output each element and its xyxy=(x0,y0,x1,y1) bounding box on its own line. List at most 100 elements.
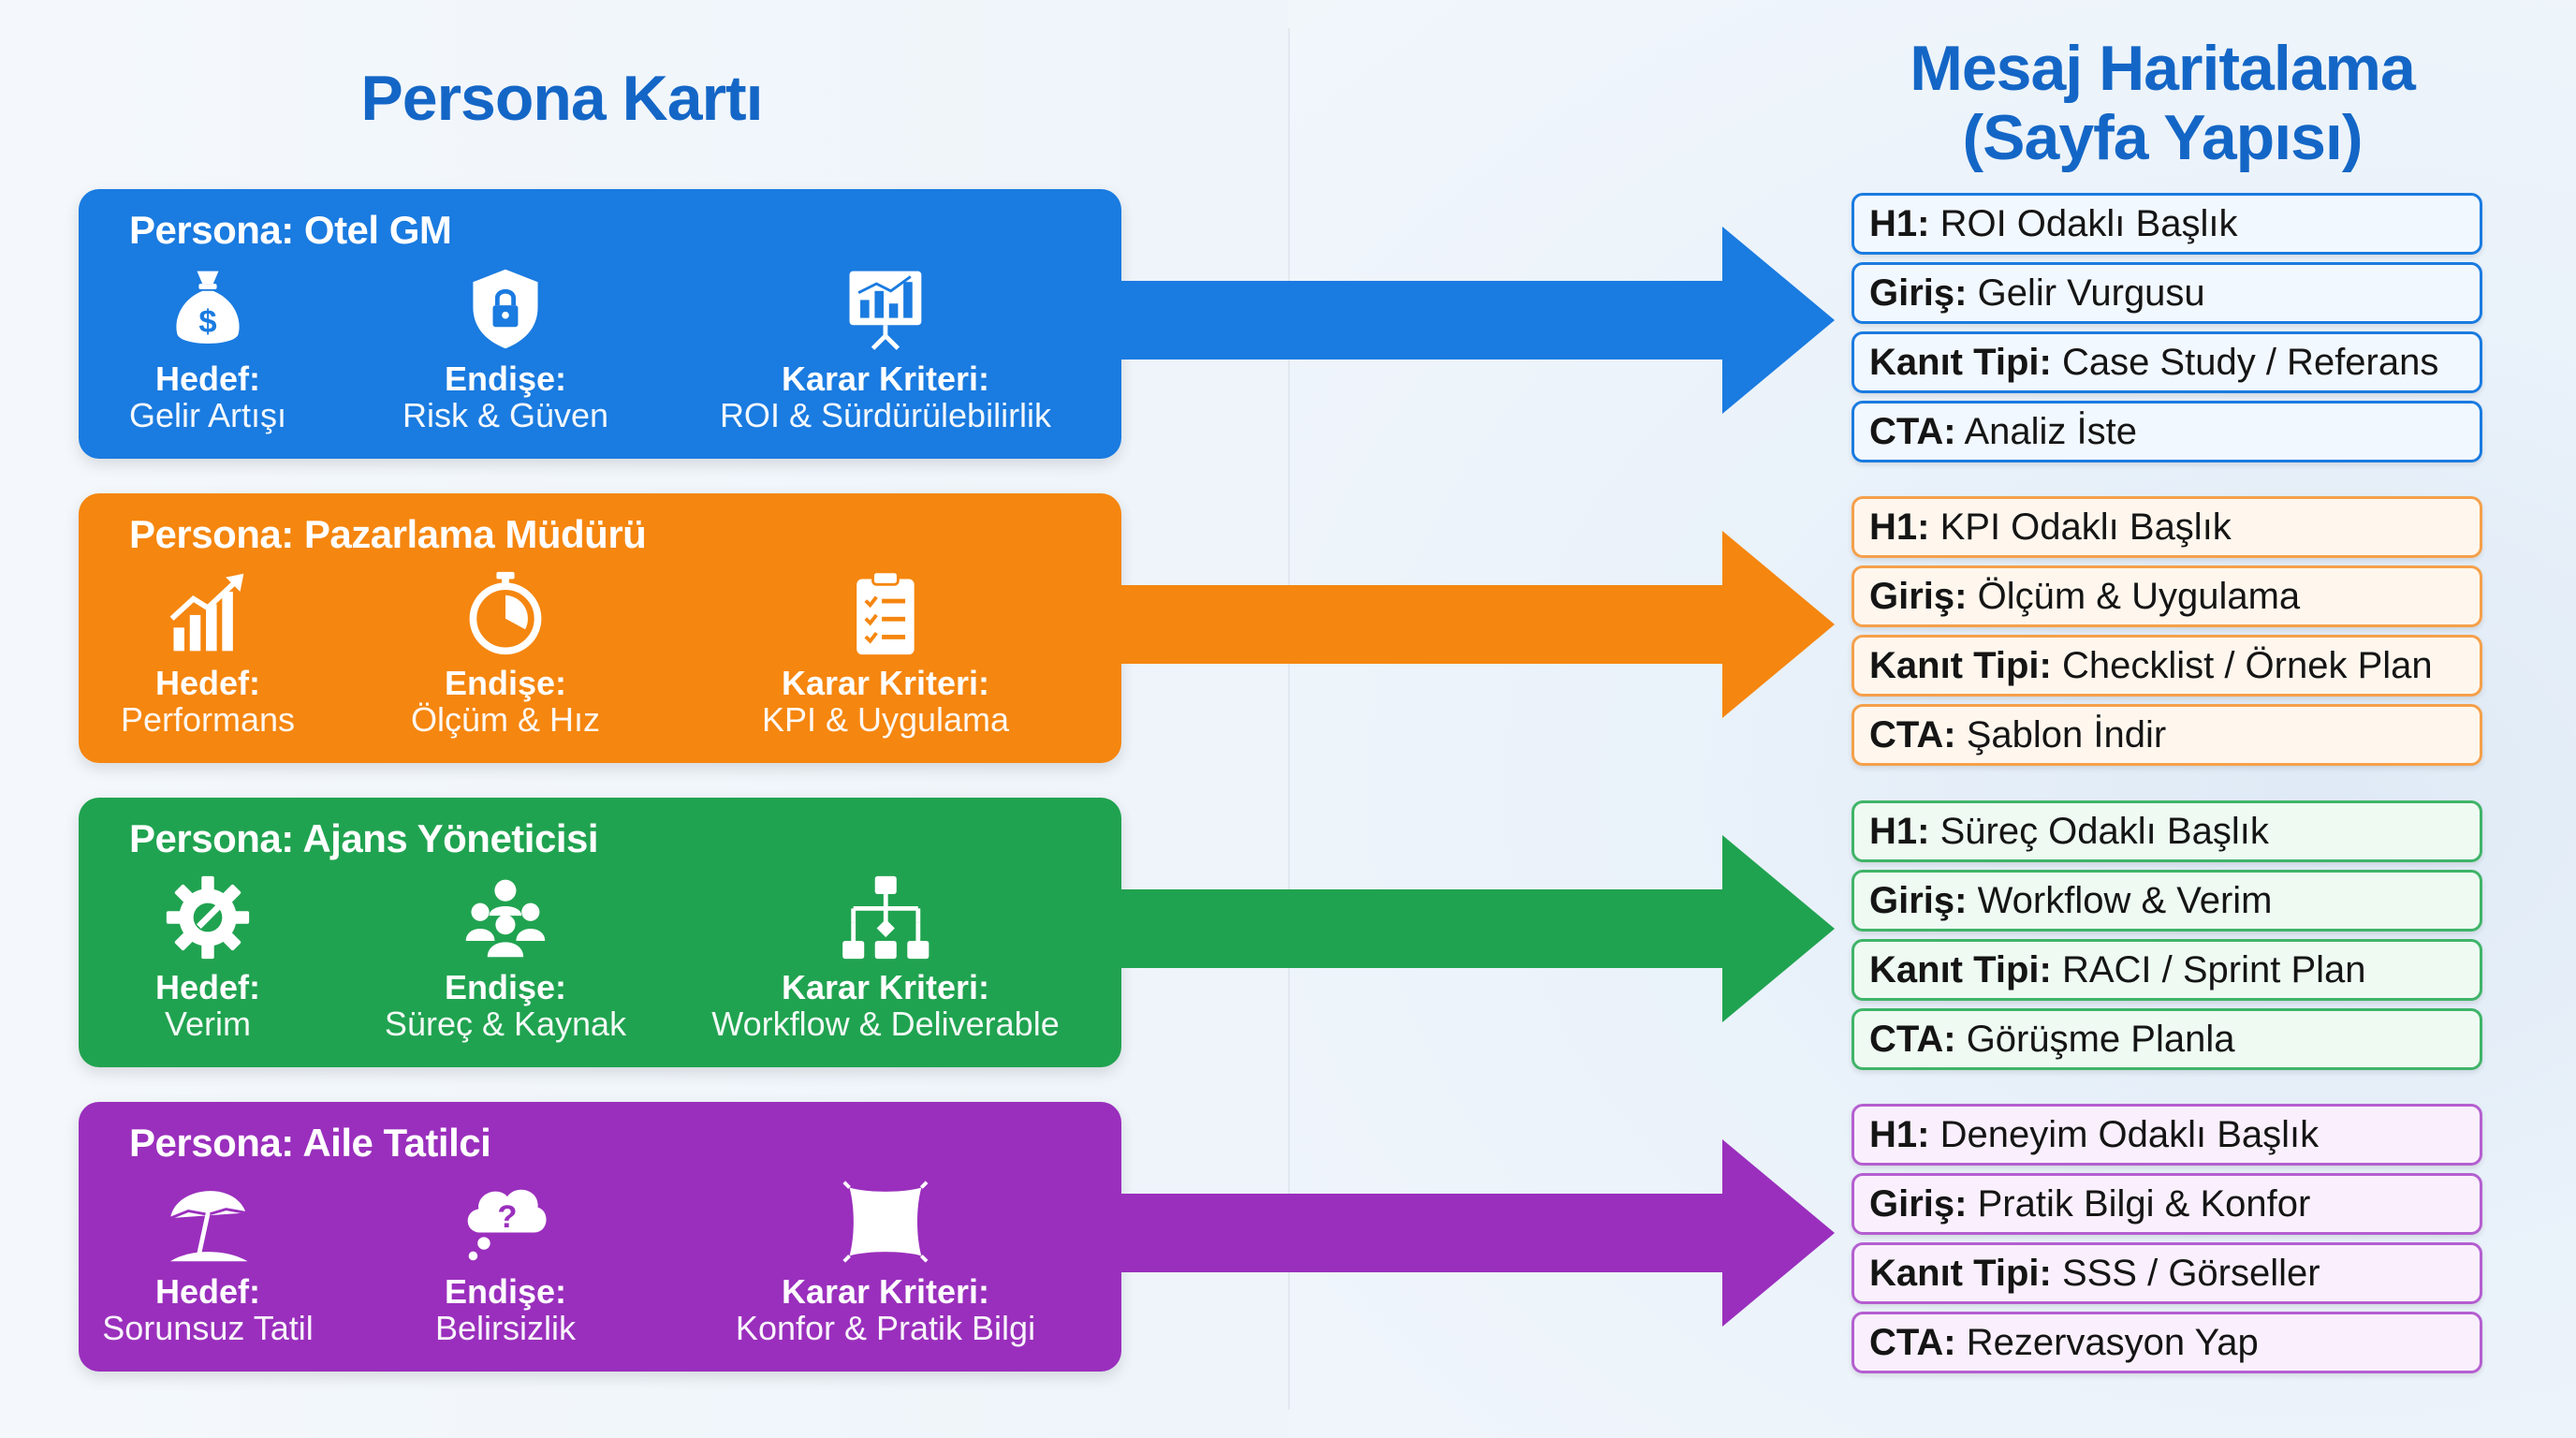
concern-value: Ölçüm & Hız xyxy=(410,700,601,739)
message-h1: H1: ROI Odaklı Başlık xyxy=(1852,193,2482,255)
decision-value: Konfor & Pratik Bilgi xyxy=(735,1309,1036,1347)
message-text: Gelir Vurgusu xyxy=(1977,272,2205,314)
decision-label: Karar Kriteri: xyxy=(781,664,990,702)
persona-goal: Hedef: Verim xyxy=(155,873,260,1043)
message-key: CTA: xyxy=(1869,411,1956,452)
message-key: CTA: xyxy=(1869,714,1956,756)
message-key: H1: xyxy=(1869,506,1930,548)
message-cta: CTA: Şablon İndir xyxy=(1852,704,2482,766)
message-text: Workflow & Verim xyxy=(1977,880,2273,921)
message-key: Giriş: xyxy=(1869,272,1968,314)
persona-concern: Endişe: Risk & Güven xyxy=(402,264,608,434)
thought-question-icon: ? xyxy=(467,1189,547,1261)
message-cta: CTA: Analiz İste xyxy=(1852,401,2482,462)
goal-value: Sorunsuz Tatil xyxy=(102,1309,314,1347)
message-text: KPI Odaklı Başlık xyxy=(1939,506,2232,548)
message-key: Giriş: xyxy=(1869,880,1968,921)
message-mapping-heading-line2: (Sayfa Yapısı) xyxy=(1962,102,2364,173)
decision-value: Workflow & Deliverable xyxy=(711,1005,1060,1043)
persona-card-ajans-yoneticisi: Persona: Ajans Yöneticisi Hedef: Verim xyxy=(79,798,1121,1067)
hierarchy-icon xyxy=(842,875,929,960)
concern-label: Endişe: xyxy=(444,360,567,398)
message-mapping-heading: Mesaj Haritalama (Sayfa Yapısı) xyxy=(1760,34,2565,172)
message-text: SSS / Görseller xyxy=(2061,1253,2320,1294)
message-intro: Giriş: Ölçüm & Uygulama xyxy=(1852,565,2482,627)
message-key: CTA: xyxy=(1869,1322,1956,1363)
message-text: Şablon İndir xyxy=(1966,714,2167,756)
persona-title: Persona: Pazarlama Müdürü xyxy=(129,512,647,556)
persona-goal: Hedef: Performans xyxy=(121,568,295,739)
concern-label: Endişe: xyxy=(444,664,567,702)
concern-label: Endişe: xyxy=(444,1272,567,1311)
beach-umbrella-icon xyxy=(169,1191,248,1262)
decision-label: Karar Kriteri: xyxy=(781,360,990,398)
presentation-chart-icon xyxy=(849,271,922,350)
concern-value: Süreç & Kaynak xyxy=(384,1005,627,1043)
goal-label: Hedef: xyxy=(154,664,261,702)
persona-decision-criteria: Karar Kriteri: Konfor & Pratik Bilgi xyxy=(736,1177,1035,1347)
stopwatch-icon xyxy=(469,571,542,655)
message-text: Ölçüm & Uygulama xyxy=(1977,576,2301,617)
message-proof-type: Kanıt Tipi: Checklist / Örnek Plan xyxy=(1852,635,2482,697)
message-h1: H1: KPI Odaklı Başlık xyxy=(1852,496,2482,558)
message-key: Kanıt Tipi: xyxy=(1869,342,2052,383)
mapping-arrow-orange xyxy=(1121,531,1835,718)
goal-label: Hedef: xyxy=(154,360,260,398)
message-key: Giriş: xyxy=(1869,1183,1968,1225)
message-cta: CTA: Rezervasyon Yap xyxy=(1852,1312,2482,1373)
persona-card-otel-gm: Persona: Otel GM $ Hedef: Gelir Artışı E… xyxy=(79,189,1121,459)
message-key: Kanıt Tipi: xyxy=(1869,949,2052,990)
team-icon xyxy=(465,879,546,958)
message-key: H1: xyxy=(1869,811,1930,852)
message-text: Süreç Odaklı Başlık xyxy=(1939,811,2269,852)
message-mapping-heading-line1: Mesaj Haritalama xyxy=(1910,33,2416,104)
growth-chart-icon xyxy=(169,573,244,652)
concern-value: Risk & Güven xyxy=(402,396,609,434)
svg-text:$: $ xyxy=(198,304,216,340)
shield-lock-icon xyxy=(473,269,538,349)
message-key: Kanıt Tipi: xyxy=(1869,645,2052,686)
pillow-icon xyxy=(842,1181,929,1263)
mapping-arrow-purple xyxy=(1121,1139,1835,1327)
svg-text:?: ? xyxy=(497,1199,517,1235)
concern-label: Endişe: xyxy=(444,968,567,1006)
message-proof-type: Kanıt Tipi: RACI / Sprint Plan xyxy=(1852,939,2482,1001)
message-h1: H1: Süreç Odaklı Başlık xyxy=(1852,800,2482,862)
message-text: Pratik Bilgi & Konfor xyxy=(1977,1183,2311,1225)
message-text: RACI / Sprint Plan xyxy=(2061,949,2366,990)
mapping-arrow-green xyxy=(1121,835,1835,1022)
message-cta: CTA: Görüşme Planla xyxy=(1852,1008,2482,1070)
gear-wrench-icon xyxy=(166,875,250,960)
decision-value: KPI & Uygulama xyxy=(761,700,1010,739)
persona-goal: Hedef: Sorunsuz Tatil xyxy=(102,1177,314,1347)
goal-label: Hedef: xyxy=(154,1272,260,1311)
persona-title: Persona: Ajans Yöneticisi xyxy=(129,816,599,860)
mapping-arrow-blue xyxy=(1121,227,1835,414)
goal-value: Gelir Artışı xyxy=(128,396,287,434)
persona-title: Persona: Aile Tatilci xyxy=(129,1121,491,1165)
goal-label: Hedef: xyxy=(154,968,261,1006)
persona-card-pazarlama-muduru: Persona: Pazarlama Müdürü Hedef: Perform… xyxy=(79,493,1121,763)
money-bag-icon: $ xyxy=(176,271,240,344)
message-text: Deneyim Odaklı Başlık xyxy=(1939,1114,2320,1155)
message-intro: Giriş: Gelir Vurgusu xyxy=(1852,262,2482,324)
message-key: Giriş: xyxy=(1869,576,1968,617)
persona-card-aile-tatilci: Persona: Aile Tatilci Hedef: Sorunsuz Ta… xyxy=(79,1102,1121,1372)
message-text: Case Study / Referans xyxy=(2061,342,2439,383)
message-intro: Giriş: Workflow & Verim xyxy=(1852,870,2482,932)
message-text: ROI Odaklı Başlık xyxy=(1939,203,2238,244)
panel-divider xyxy=(1288,28,1290,1410)
persona-title: Persona: Otel GM xyxy=(129,208,452,252)
message-text: Rezervasyon Yap xyxy=(1966,1322,2259,1363)
message-text: Analiz İste xyxy=(1964,411,2137,452)
goal-value: Verim xyxy=(164,1005,252,1043)
persona-decision-criteria: Karar Kriteri: Workflow & Deliverable xyxy=(711,873,1060,1043)
message-proof-type: Kanıt Tipi: SSS / Görseller xyxy=(1852,1242,2482,1304)
decision-value: ROI & Sürdürülebilirlik xyxy=(719,396,1052,434)
message-key: CTA: xyxy=(1869,1019,1956,1060)
message-key: H1: xyxy=(1869,1114,1930,1155)
concern-value: Belirsizlik xyxy=(434,1309,577,1347)
persona-decision-criteria: Karar Kriteri: ROI & Sürdürülebilirlik xyxy=(720,264,1051,434)
persona-decision-criteria: Karar Kriteri: KPI & Uygulama xyxy=(762,568,1009,739)
message-proof-type: Kanıt Tipi: Case Study / Referans xyxy=(1852,331,2482,393)
